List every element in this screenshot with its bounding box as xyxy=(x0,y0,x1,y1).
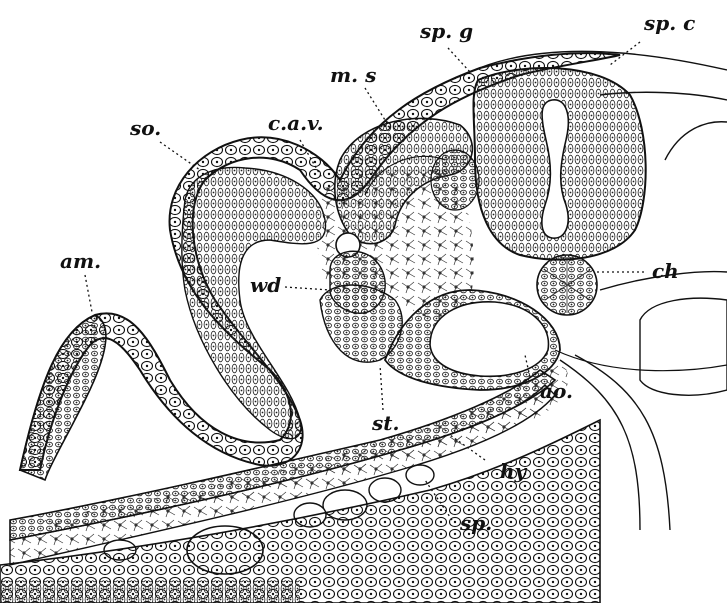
label-wd: wd xyxy=(250,273,281,297)
spinal-ganglion xyxy=(431,150,479,210)
label-m-s: m. s xyxy=(330,63,376,87)
label-ao: ao. xyxy=(540,379,573,403)
label-so: so. xyxy=(129,116,161,140)
label-sp-g: sp. g xyxy=(419,19,473,43)
label-c-a-v: c.a.v. xyxy=(268,111,324,135)
label-ch: ch xyxy=(652,259,679,283)
blood-vessel-5 xyxy=(406,465,434,485)
label-hy: hy xyxy=(500,459,528,483)
spinal-cord xyxy=(473,68,645,260)
label-am: am. xyxy=(60,249,101,273)
label-sp-c: sp. c xyxy=(643,11,695,35)
notochord xyxy=(537,255,597,315)
label-sp: sp. xyxy=(459,511,492,535)
label-st: st. xyxy=(371,411,399,435)
